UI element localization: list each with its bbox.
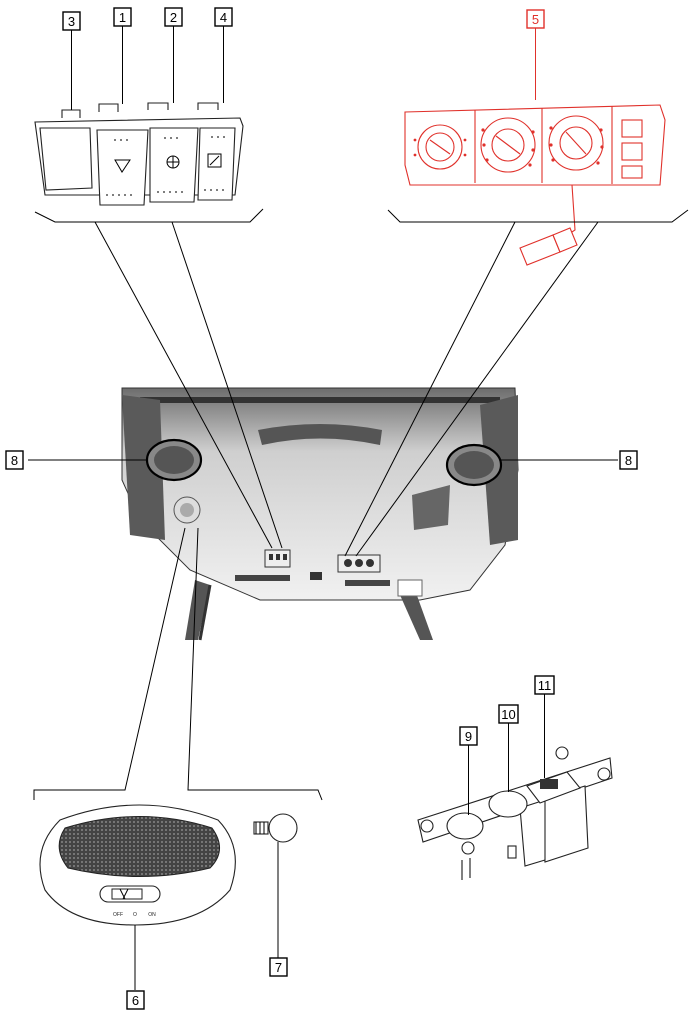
leader-lines [28, 221, 618, 801]
callout-10: 10 [498, 704, 519, 792]
heater-control-panel [404, 104, 666, 266]
callout-7-label: 7 [275, 960, 282, 975]
callout-1: 1 [113, 7, 132, 104]
switch-icon-rear-wiper-icon [207, 153, 222, 168]
callout-8-right-label: 8 [625, 453, 632, 468]
callout-5-label: 5 [532, 12, 539, 27]
callout-4: 4 [214, 7, 233, 103]
callout-11-label: 11 [538, 678, 552, 693]
callout-5: 5 [526, 9, 545, 100]
heater-bracket [387, 209, 689, 223]
dome-light-on-label: ON [148, 912, 156, 918]
callout-1-label: 1 [119, 10, 126, 25]
bulb [253, 813, 298, 958]
callout-7: 7 [269, 957, 288, 977]
switch-icon-wiper-icon [114, 159, 131, 173]
callout-9: 9 [459, 726, 478, 815]
callout-2: 2 [164, 7, 183, 103]
callout-3: 3 [62, 11, 81, 110]
callout-9-label: 9 [465, 729, 472, 744]
callout-8-left: 8 [5, 450, 24, 470]
dome-light-off-label: OFF [113, 912, 123, 918]
power-outlet-panel [417, 746, 613, 880]
callout-8-left-label: 8 [11, 453, 18, 468]
dial-tick-marks [413, 126, 604, 167]
switch-indicator-dots [106, 136, 225, 196]
callout-11: 11 [534, 675, 555, 778]
dome-light: OFF O ON [39, 804, 236, 990]
switch-icon-fan-icon [166, 155, 180, 169]
switch-panel [34, 102, 244, 206]
callout-3-label: 3 [68, 14, 75, 29]
dome-light-zero-label: O [133, 912, 137, 918]
switch-bracket [34, 208, 264, 223]
cab-roof-illustration [121, 387, 519, 641]
callout-8-right: 8 [619, 450, 638, 470]
callout-2-label: 2 [170, 10, 177, 25]
callout-6: 6 [126, 990, 145, 1010]
callout-4-label: 4 [220, 10, 227, 25]
callout-6-label: 6 [132, 993, 139, 1008]
callout-10-label: 10 [501, 707, 515, 722]
